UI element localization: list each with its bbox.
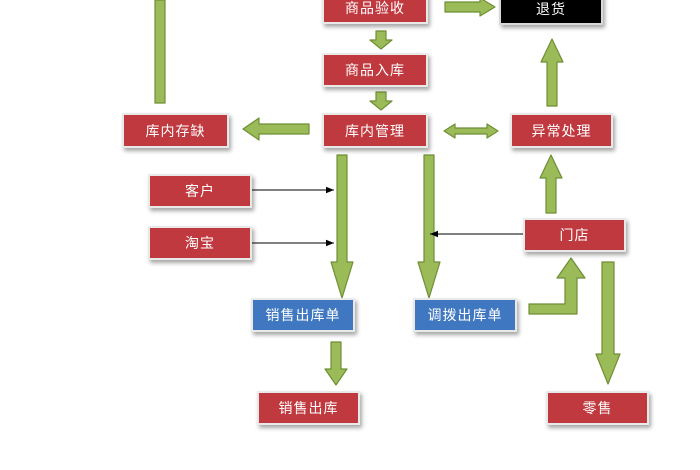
node-goods-storage: 商品入库 (322, 53, 428, 87)
inspection-to-return-arrow (444, 0, 496, 17)
management-to-shortage-arrow (242, 117, 310, 141)
store-to-exception-arrow (539, 154, 563, 214)
exception-to-return-arrow (540, 38, 564, 107)
node-retail: 零售 (546, 391, 649, 425)
node-sales-outbound-order: 销售出库单 (251, 298, 355, 332)
node-store: 门店 (523, 218, 626, 252)
node-taobao: 淘宝 (148, 226, 252, 260)
node-stock-shortage: 库内存缺 (122, 113, 229, 148)
node-customer: 客户 (148, 174, 252, 208)
storage-to-management-arrow (369, 91, 393, 111)
stock-shortage-feedback-arrow (154, 0, 166, 104)
node-warehouse-management: 库内管理 (322, 113, 428, 148)
node-goods-inspection: 商品验收 (322, 0, 428, 24)
sales-order-to-sales-outbound-arrow (324, 341, 348, 386)
node-sales-outbound: 销售出库 (257, 391, 360, 425)
management-exception-double-arrow (443, 123, 499, 139)
node-return-goods: 退货 (499, 0, 603, 25)
management-to-transfer-order-arrow (417, 154, 441, 299)
transfer-order-to-store-arrow (528, 257, 586, 315)
store-to-retail-arrow (595, 261, 621, 385)
management-to-sales-order-arrow (330, 154, 354, 299)
node-transfer-outbound-order: 调拨出库单 (413, 298, 517, 332)
node-exception-handling: 异常处理 (510, 113, 613, 148)
inspection-to-storage-arrow (369, 30, 393, 50)
